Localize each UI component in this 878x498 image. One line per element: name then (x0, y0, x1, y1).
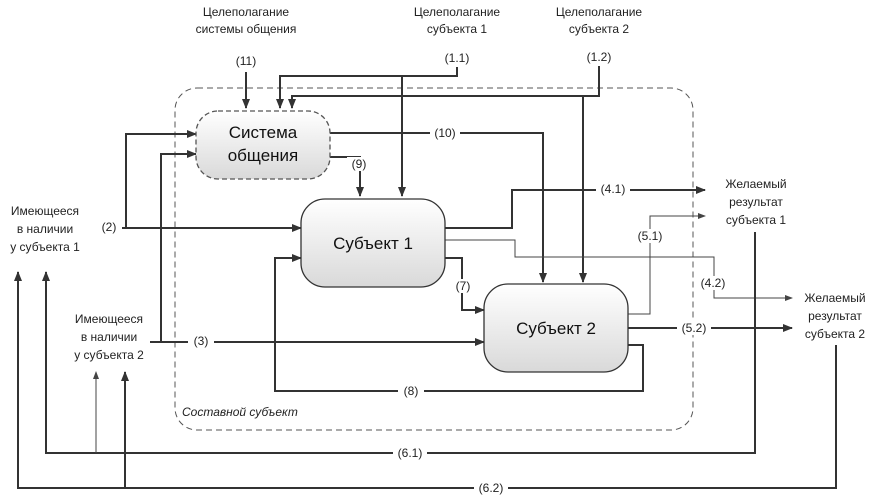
svg-text:(10): (10) (434, 126, 455, 140)
svg-text:(5.1): (5.1) (638, 229, 663, 243)
node-system: Система общения (195, 110, 331, 180)
edge-label-8: (8) (398, 384, 424, 398)
svg-text:(2): (2) (102, 220, 117, 234)
edge-label-2: (2) (96, 220, 122, 234)
edge-label-6-2: (6.2) (474, 481, 508, 495)
svg-text:(9): (9) (352, 157, 367, 171)
have-s2-label: Имеющееся в наличии у субъекта 2 (74, 312, 144, 362)
node-subject1: Субъект 1 (300, 198, 446, 288)
node-subject2: Субъект 2 (483, 283, 629, 373)
edge-label-1-1: (1.1) (440, 51, 474, 65)
edge-label-6-1: (6.1) (393, 446, 427, 460)
svg-text:у субъекта 2: у субъекта 2 (74, 348, 144, 362)
node-subject2-label: Субъект 2 (516, 319, 596, 338)
edge-4-1 (445, 186, 706, 229)
result-s1-label: Желаемый результат субъекта 1 (725, 177, 786, 227)
svg-text:у субъекта 1: у субъекта 1 (10, 240, 80, 254)
edge-6-2-to-have-s1 (14, 271, 837, 489)
result-s2-label: Желаемый результат субъекта 2 (804, 291, 865, 341)
edge-10 (330, 132, 547, 283)
edge-label-10: (10) (430, 126, 460, 140)
svg-text:(4.1): (4.1) (601, 182, 626, 196)
edge-label-9: (9) (347, 157, 371, 171)
goal-s1-label: Целеполагание субъекта 1 (414, 5, 501, 36)
svg-text:(3): (3) (194, 334, 209, 348)
svg-text:Целеполагание: Целеполагание (556, 5, 643, 19)
goal-system-label: Целеполагание системы общения (196, 5, 297, 36)
edge-4-2 (445, 239, 793, 301)
edge-label-7: (7) (452, 279, 474, 293)
svg-text:(1.2): (1.2) (587, 50, 612, 64)
svg-text:результат: результат (729, 195, 783, 209)
svg-text:(4.2): (4.2) (701, 276, 726, 290)
node-system-line1: Система (229, 123, 298, 142)
edge-1-2-to-system (288, 66, 600, 109)
edge-3-to-system (150, 150, 197, 343)
svg-text:Имеющееся: Имеющееся (11, 204, 79, 218)
svg-text:Желаемый: Желаемый (725, 177, 786, 191)
svg-text:Целеполагание: Целеполагание (203, 5, 290, 19)
svg-text:(6.2): (6.2) (479, 481, 504, 495)
svg-text:(6.1): (6.1) (398, 446, 423, 460)
edge-label-4-2: (4.2) (696, 276, 730, 290)
svg-text:(7): (7) (456, 279, 471, 293)
svg-text:(11): (11) (236, 54, 256, 68)
edge-5-1 (628, 213, 706, 315)
goal-s2-label: Целеполагание субъекта 2 (556, 5, 643, 36)
edge-label-5-1: (5.1) (633, 229, 667, 243)
edge-2-to-system (120, 130, 197, 229)
svg-text:результат: результат (808, 309, 862, 323)
svg-text:субъекта 2: субъекта 2 (569, 22, 630, 36)
svg-text:(1.1): (1.1) (445, 51, 470, 65)
svg-text:в наличии: в наличии (17, 222, 73, 236)
svg-text:системы общения: системы общения (196, 22, 297, 36)
svg-text:субъекта 1: субъекта 1 (726, 213, 787, 227)
edge-label-5-2: (5.2) (677, 321, 711, 335)
edge-label-4-1: (4.1) (596, 182, 630, 196)
edge-label-3: (3) (188, 334, 214, 348)
edge-label-11: (11) (232, 54, 260, 68)
svg-text:Имеющееся: Имеющееся (75, 312, 143, 326)
svg-text:субъекта 2: субъекта 2 (805, 327, 866, 341)
svg-text:(8): (8) (404, 384, 419, 398)
composite-subject-label: Составной субъект (182, 405, 298, 419)
svg-text:в наличии: в наличии (81, 330, 137, 344)
node-system-line2: общения (228, 146, 299, 165)
svg-text:Целеполагание: Целеполагание (414, 5, 501, 19)
edge-label-1-2: (1.2) (582, 50, 616, 64)
edge-8 (274, 254, 644, 392)
svg-text:(5.2): (5.2) (682, 321, 707, 335)
svg-text:Желаемый: Желаемый (804, 291, 865, 305)
edge-1-1-to-system (276, 67, 458, 109)
have-s1-label: Имеющееся в наличии у субъекта 1 (10, 204, 80, 254)
svg-text:субъекта 1: субъекта 1 (427, 22, 488, 36)
node-subject1-label: Субъект 1 (333, 234, 413, 253)
